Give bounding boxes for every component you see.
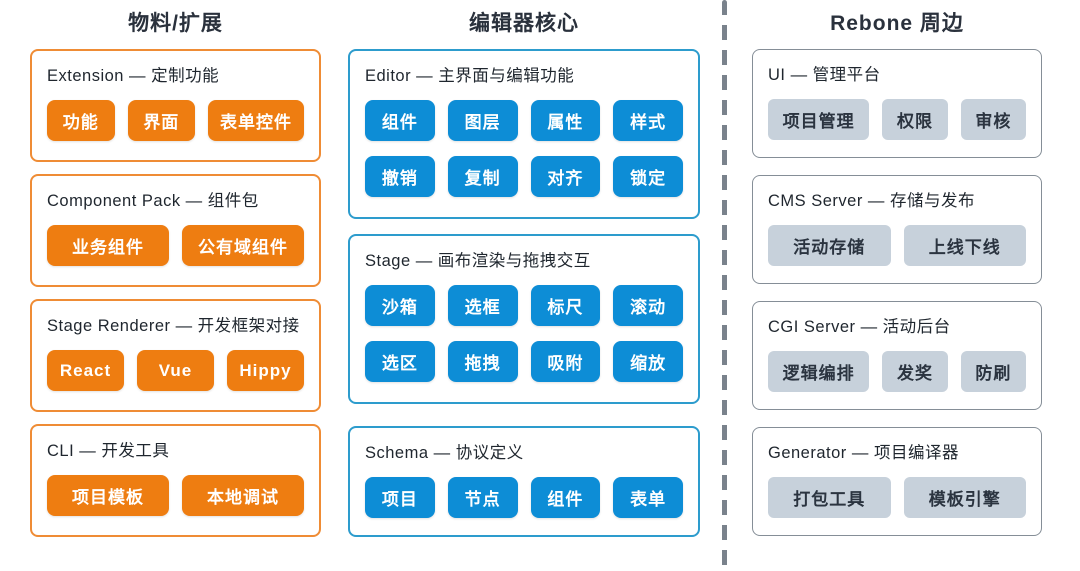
chip: 吸附 — [530, 341, 601, 382]
chip-row: 活动存储 上线下线 — [768, 225, 1026, 266]
chip-row: 逻辑编排 发奖 防刷 — [768, 351, 1027, 392]
module-box-generator: Generator — 项目编译器 打包工具 模板引擎 — [752, 427, 1042, 536]
module-header: Schema — 协议定义 — [365, 444, 524, 462]
column-rebone-ecosystem: Rebone 周边 UI — 管理平台 项目管理 权限 审核 CMS Serve… — [752, 6, 1042, 553]
module-header: CGI Server — 活动后台 — [768, 318, 951, 336]
module-box-editor: Editor — 主界面与编辑功能 组件 图层 属性 样式 撤销 复制 对齐 锁… — [348, 49, 700, 219]
chip: 选区 — [365, 341, 435, 382]
module-box-stage: Stage — 画布渲染与拖拽交互 沙箱 选框 标尺 滚动 选区 拖拽 吸附 缩… — [348, 234, 700, 404]
chip: 复制 — [447, 156, 518, 197]
chip: 项目管理 — [768, 99, 870, 140]
module-box-cli: CLI — 开发工具 项目模板 本地调试 — [30, 424, 321, 537]
chip: Hippy — [227, 350, 304, 391]
chip: 审核 — [960, 99, 1027, 140]
module-header: Generator — 项目编译器 — [768, 444, 959, 462]
chip: 撤销 — [365, 156, 435, 197]
chip: 上线下线 — [903, 225, 1026, 266]
column-materials-extensions: 物料/扩展 Extension — 定制功能 功能 界面 表单控件 Compon… — [30, 6, 321, 549]
chip: 滚动 — [613, 285, 683, 326]
chip: 样式 — [613, 100, 683, 141]
chip: 沙箱 — [365, 285, 435, 326]
module-box-cgi-server: CGI Server — 活动后台 逻辑编排 发奖 防刷 — [752, 301, 1042, 410]
chip: 公有域组件 — [182, 225, 304, 266]
column-title-editor-core: 编辑器核心 — [469, 12, 579, 35]
chip-row: 选区 拖拽 吸附 缩放 — [365, 341, 683, 382]
chip: 业务组件 — [47, 225, 169, 266]
module-box-schema: Schema — 协议定义 项目 节点 组件 表单 — [348, 426, 700, 537]
chip: 节点 — [447, 477, 518, 518]
chip-row: 项目管理 权限 审核 — [768, 99, 1027, 140]
module-header: CLI — 开发工具 — [47, 442, 170, 460]
dashed-divider — [722, 0, 727, 571]
module-header: UI — 管理平台 — [768, 66, 881, 84]
chip: React — [47, 350, 124, 391]
chip-row: 功能 界面 表单控件 — [47, 100, 304, 141]
module-header: Stage Renderer — 开发框架对接 — [47, 317, 300, 335]
column-title-materials: 物料/扩展 — [128, 12, 223, 35]
module-box-ui: UI — 管理平台 项目管理 权限 审核 — [752, 49, 1042, 158]
chip: 对齐 — [530, 156, 601, 197]
chip: 项目 — [365, 477, 435, 518]
module-box-cms-server: CMS Server — 存储与发布 活动存储 上线下线 — [752, 175, 1042, 284]
chip-row: 打包工具 模板引擎 — [768, 477, 1026, 518]
chip: 防刷 — [960, 351, 1027, 392]
chip: 活动存储 — [768, 225, 891, 266]
module-box-stage-renderer: Stage Renderer — 开发框架对接 React Vue Hippy — [30, 299, 321, 412]
column-title-rebone: Rebone 周边 — [830, 12, 964, 35]
chip: Vue — [137, 350, 214, 391]
chip: 表单控件 — [208, 100, 304, 141]
chip: 组件 — [365, 100, 435, 141]
module-header: Editor — 主界面与编辑功能 — [365, 67, 575, 85]
chip: 表单 — [613, 477, 683, 518]
chip: 权限 — [882, 99, 948, 140]
chip-row: React Vue Hippy — [47, 350, 304, 391]
chip: 模板引擎 — [903, 477, 1026, 518]
chip: 项目模板 — [47, 475, 169, 516]
chip: 本地调试 — [182, 475, 304, 516]
chip: 组件 — [530, 477, 601, 518]
column-editor-core: 编辑器核心 Editor — 主界面与编辑功能 组件 图层 属性 样式 撤销 复… — [348, 6, 700, 552]
module-header: CMS Server — 存储与发布 — [768, 192, 976, 210]
module-header: Component Pack — 组件包 — [47, 192, 259, 210]
module-header: Stage — 画布渲染与拖拽交互 — [365, 252, 591, 270]
module-box-component-pack: Component Pack — 组件包 业务组件 公有域组件 — [30, 174, 321, 287]
chip: 功能 — [47, 100, 115, 141]
chip-row: 组件 图层 属性 样式 — [365, 100, 683, 141]
chip: 选框 — [447, 285, 518, 326]
chip: 打包工具 — [768, 477, 891, 518]
module-header: Extension — 定制功能 — [47, 67, 220, 85]
module-box-extension: Extension — 定制功能 功能 界面 表单控件 — [30, 49, 321, 162]
chip: 发奖 — [882, 351, 948, 392]
chip: 锁定 — [613, 156, 683, 197]
chip: 标尺 — [530, 285, 601, 326]
chip-row: 项目 节点 组件 表单 — [365, 477, 683, 518]
chip-row: 业务组件 公有域组件 — [47, 225, 304, 266]
chip: 逻辑编排 — [768, 351, 870, 392]
chip: 界面 — [127, 100, 196, 141]
chip-row: 项目模板 本地调试 — [47, 475, 304, 516]
chip: 缩放 — [613, 341, 683, 382]
chip-row: 撤销 复制 对齐 锁定 — [365, 156, 683, 197]
chip: 拖拽 — [447, 341, 518, 382]
chip: 属性 — [530, 100, 601, 141]
chip-row: 沙箱 选框 标尺 滚动 — [365, 285, 683, 326]
chip: 图层 — [447, 100, 518, 141]
